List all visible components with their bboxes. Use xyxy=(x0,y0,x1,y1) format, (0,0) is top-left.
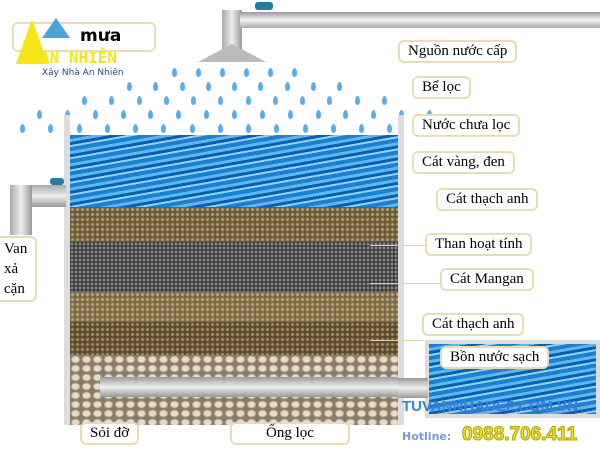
water-drop xyxy=(220,68,225,77)
label-source: Nguồn nước cấp xyxy=(398,40,518,63)
water-drop xyxy=(272,96,278,105)
watermark-hotline-label: Hotline: xyxy=(402,430,452,443)
water-drop xyxy=(244,68,249,77)
water-drop xyxy=(232,110,237,119)
label-activated-carbon: Than hoạt tính xyxy=(425,233,533,256)
water-drop xyxy=(76,124,82,133)
sprinkler xyxy=(198,44,266,62)
filter-tank xyxy=(64,115,404,425)
water-drop xyxy=(330,124,336,133)
water-drop xyxy=(354,96,360,105)
water-drop xyxy=(310,82,316,91)
water-drop xyxy=(205,82,211,91)
water-drop xyxy=(218,96,224,105)
water-drop xyxy=(189,124,195,133)
label-raw-water: Nước chưa lọc xyxy=(412,114,521,137)
valve-icon xyxy=(255,2,273,10)
activated-carbon-layer xyxy=(70,242,398,292)
water-drop xyxy=(382,96,387,105)
valve-icon xyxy=(50,178,64,185)
water-drop xyxy=(120,110,126,119)
logo-brand: AN NHIÊN xyxy=(40,48,118,67)
water-drop xyxy=(246,124,252,133)
manganese-layer xyxy=(70,292,398,322)
water-drop xyxy=(48,124,54,133)
quartz-sand-layer-1 xyxy=(70,207,398,242)
quartz-sand-layer-2 xyxy=(70,322,398,355)
water-drop xyxy=(109,96,115,105)
label-sand-yellow-black: Cát vàng, đen xyxy=(412,151,515,174)
label-quartz-sand-1: Cát thạch anh xyxy=(436,188,539,211)
water-drop xyxy=(133,124,139,133)
water-drop xyxy=(148,110,154,119)
water-drop xyxy=(172,68,177,77)
water-drop xyxy=(300,96,306,105)
label-support-gravel: Sỏi đỡ xyxy=(80,422,140,445)
watermark-site: TUVANNHADEP.COM.VN xyxy=(402,398,579,415)
water-drop xyxy=(359,124,365,133)
label-tank: Bể lọc xyxy=(412,76,471,99)
water-drop xyxy=(292,68,297,77)
water-drop xyxy=(371,110,377,119)
water-drop xyxy=(153,82,159,91)
water-drop xyxy=(64,110,70,119)
water-drop xyxy=(163,96,169,105)
water-drop xyxy=(315,110,321,119)
label-drain-valve: Van xả cặn xyxy=(0,236,38,302)
water-drop xyxy=(258,82,264,91)
water-drop xyxy=(343,110,349,119)
water-drop xyxy=(179,82,185,91)
label-clean-tank: Bồn nước sạch xyxy=(440,346,550,369)
water-drop xyxy=(274,124,280,133)
label-filter-pipe: Ống lọc xyxy=(230,422,350,445)
water-drop xyxy=(196,68,201,77)
water-drop xyxy=(161,124,167,133)
water-drop xyxy=(387,124,393,133)
logo-text: mưa xyxy=(80,26,122,46)
water-drop xyxy=(327,96,333,105)
label-quartz-sand-2: Cát thạch anh xyxy=(422,313,525,336)
water-drop xyxy=(191,96,197,105)
water-drop xyxy=(176,110,182,119)
water-drop xyxy=(204,110,210,119)
watermark-hotline: 0988.706.411 xyxy=(461,424,578,446)
logo: mưa AN NHIÊN Xây Nhà An Nhiên xyxy=(12,14,162,78)
inlet-pipe xyxy=(222,10,242,50)
logo-tagline: Xây Nhà An Nhiên xyxy=(42,68,124,78)
water-drop xyxy=(302,124,308,133)
water-drop xyxy=(20,124,26,133)
water-drop xyxy=(259,110,265,119)
water-drop xyxy=(217,124,223,133)
water-drop xyxy=(245,96,251,105)
outlet-pipe xyxy=(398,378,428,398)
water-drop xyxy=(104,124,110,133)
water-drop xyxy=(268,68,273,77)
filter-pipe xyxy=(100,377,398,397)
water-drop xyxy=(399,110,405,119)
label-manganese: Cát Mangan xyxy=(440,268,534,291)
water-drop xyxy=(284,82,290,91)
raw-water-layer xyxy=(70,135,398,207)
water-drop xyxy=(82,96,87,105)
water-drop xyxy=(136,96,142,105)
water-drop xyxy=(37,110,42,119)
water-drop xyxy=(232,82,237,91)
water-drop xyxy=(127,82,132,91)
water-drop xyxy=(337,82,342,91)
water-drop xyxy=(287,110,293,119)
water-drop xyxy=(92,110,98,119)
